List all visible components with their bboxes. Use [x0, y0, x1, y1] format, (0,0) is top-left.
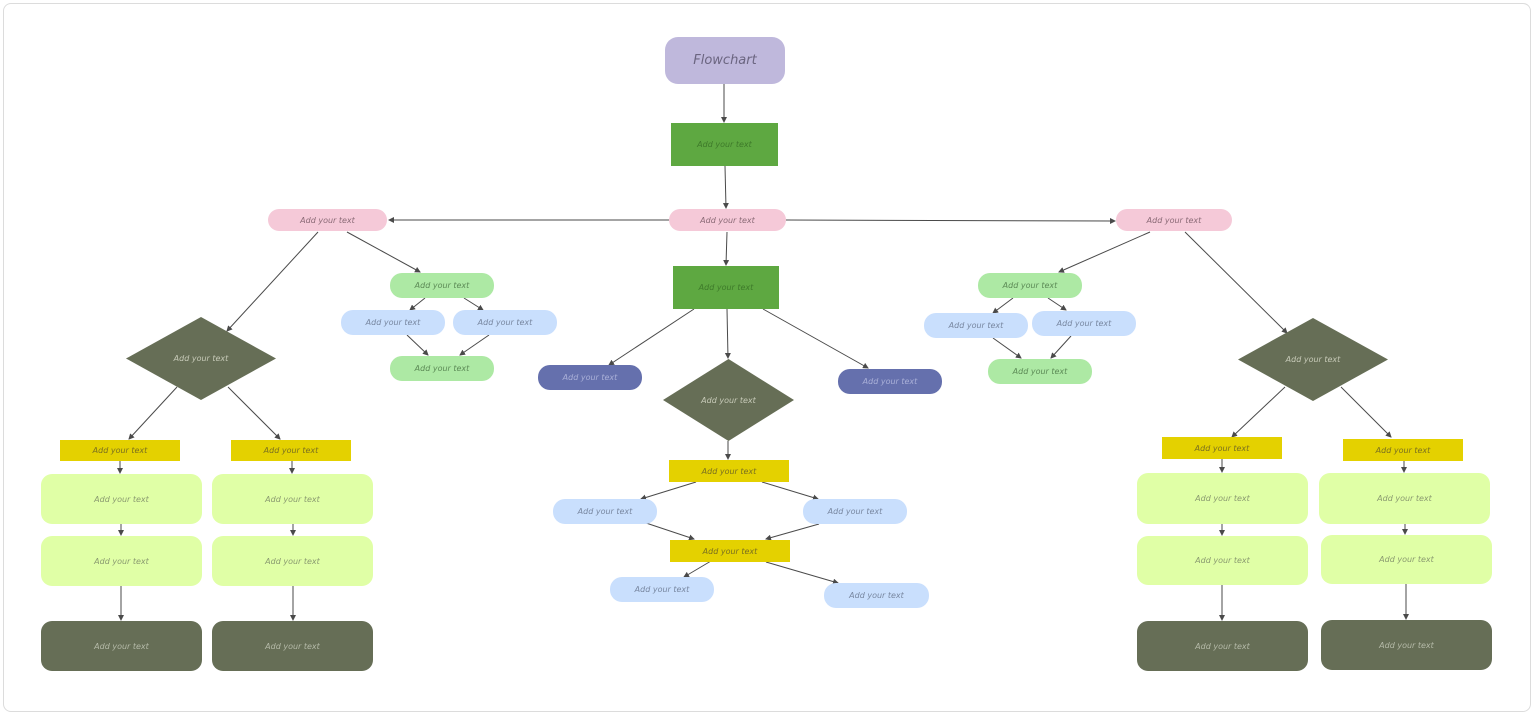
decision-node[interactable]: Add your text	[126, 317, 276, 400]
node-label: Add your text	[1379, 640, 1434, 650]
end-node[interactable]: Add your text	[1137, 621, 1308, 671]
task-node[interactable]: Add your text	[1137, 473, 1308, 524]
task-node[interactable]: Add your text	[41, 536, 202, 586]
option-node[interactable]: Add your text	[553, 499, 657, 524]
subprocess-node[interactable]: Add your text	[390, 356, 494, 381]
step-node[interactable]: Add your text	[231, 440, 351, 461]
subprocess-node[interactable]: Add your text	[390, 273, 494, 298]
task-node[interactable]: Add your text	[1319, 473, 1490, 524]
option-node[interactable]: Add your text	[453, 310, 557, 335]
option-node[interactable]: Add your text	[824, 583, 929, 608]
node-label: Add your text	[700, 215, 755, 225]
node-label: Add your text	[698, 283, 754, 292]
step-node[interactable]: Add your text	[669, 460, 789, 482]
end-node[interactable]: Add your text	[212, 621, 373, 671]
node-label: Add your text	[477, 318, 533, 327]
option-node[interactable]: Add your text	[803, 499, 907, 524]
process-node[interactable]: Add your text	[671, 123, 778, 166]
node-label: Add your text	[300, 215, 355, 225]
task-node[interactable]: Add your text	[1137, 536, 1308, 585]
end-node[interactable]: Add your text	[1321, 620, 1492, 670]
node-label: Add your text	[701, 466, 757, 476]
option-node[interactable]: Add your text	[924, 313, 1028, 338]
option-node[interactable]: Add your text	[341, 310, 445, 335]
step-node[interactable]: Add your text	[670, 540, 790, 562]
node-label: Add your text	[263, 446, 319, 455]
node-label: Add your text	[92, 446, 148, 455]
node-label: Add your text	[1012, 367, 1068, 376]
node-label: Add your text	[701, 395, 756, 405]
node-label: Add your text	[1195, 494, 1250, 503]
node-label: Add your text	[1377, 494, 1432, 503]
option-node[interactable]: Add your text	[610, 577, 714, 602]
node-label: Add your text	[265, 641, 320, 651]
task-node[interactable]: Add your text	[212, 474, 373, 524]
hub-node[interactable]: Add your text	[1116, 209, 1232, 231]
process-node[interactable]: Add your text	[673, 266, 779, 309]
node-label: Add your text	[948, 321, 1004, 330]
task-node[interactable]: Add your text	[1321, 535, 1492, 584]
node-label: Add your text	[265, 494, 320, 504]
step-node[interactable]: Add your text	[1162, 437, 1282, 459]
node-label: Add your text	[173, 354, 229, 363]
node-label: Add your text	[562, 373, 618, 382]
node-label: Add your text	[414, 281, 470, 290]
node-label: Add your text	[1195, 556, 1250, 565]
node-label: Add your text	[94, 494, 149, 504]
decision-node[interactable]: Add your text	[663, 359, 794, 441]
node-label: Add your text	[577, 507, 633, 516]
flowchart-title-node[interactable]: Flowchart	[665, 37, 785, 84]
node-label: Add your text	[849, 591, 904, 600]
option-node[interactable]: Add your text	[1032, 311, 1136, 336]
node-label: Add your text	[1002, 281, 1058, 290]
hub-node[interactable]: Add your text	[669, 209, 786, 231]
node-label: Add your text	[94, 641, 149, 651]
node-label: Add your text	[862, 377, 918, 386]
decision-node[interactable]: Add your text	[1238, 318, 1388, 401]
node-label: Add your text	[702, 546, 758, 556]
node-label: Add your text	[365, 318, 421, 327]
node-label: Add your text	[1285, 355, 1341, 364]
subprocess-node[interactable]: Add your text	[978, 273, 1082, 298]
node-label: Add your text	[265, 556, 320, 566]
node-label: Add your text	[1375, 445, 1431, 455]
node-label: Add your text	[827, 507, 883, 516]
node-label: Add your text	[697, 140, 752, 149]
node-label: Add your text	[1195, 641, 1250, 651]
node-label: Add your text	[634, 585, 690, 594]
terminal-node[interactable]: Add your text	[538, 365, 642, 390]
node-label: Add your text	[414, 364, 470, 373]
terminal-node[interactable]: Add your text	[838, 369, 942, 394]
task-node[interactable]: Add your text	[41, 474, 202, 524]
node-label: Add your text	[94, 556, 149, 566]
step-node[interactable]: Add your text	[1343, 439, 1463, 461]
hub-node[interactable]: Add your text	[268, 209, 387, 231]
flowchart-title: Flowchart	[693, 53, 757, 68]
task-node[interactable]: Add your text	[212, 536, 373, 586]
step-node[interactable]: Add your text	[60, 440, 180, 461]
subprocess-node[interactable]: Add your text	[988, 359, 1092, 384]
node-label: Add your text	[1056, 319, 1112, 328]
node-label: Add your text	[1194, 443, 1250, 453]
end-node[interactable]: Add your text	[41, 621, 202, 671]
node-label: Add your text	[1146, 215, 1202, 225]
node-label: Add your text	[1379, 555, 1434, 564]
